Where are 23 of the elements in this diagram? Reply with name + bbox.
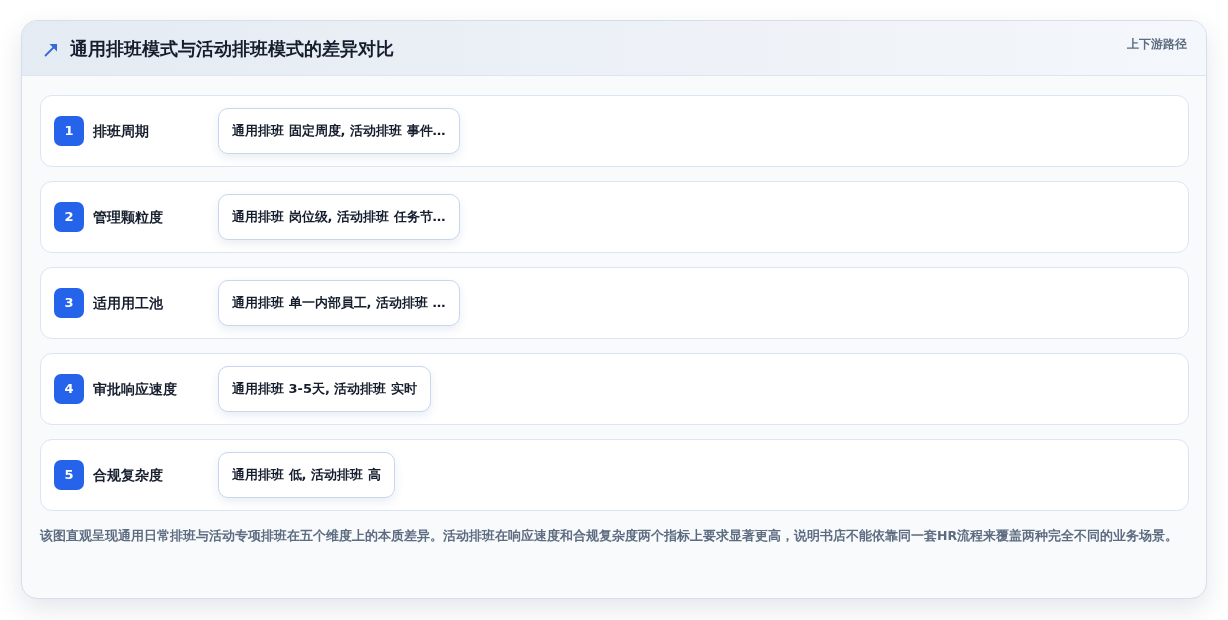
value-pill: 通用排班 3-5天, 活动排班 实时 <box>218 366 431 412</box>
number-badge: 5 <box>54 460 84 490</box>
number-badge: 3 <box>54 288 84 318</box>
comparison-row <box>40 181 1189 253</box>
number-badge: 1 <box>54 116 84 146</box>
value-pill: 通用排班 岗位级, 活动排班 任务节… <box>218 194 460 240</box>
header-note: 上下游路径 <box>1127 36 1187 52</box>
caption-text: 该图直观呈现通用日常排班与活动专项排班在五个维度上的本质差异。活动排班在响应速度和合规复杂度两个指标上要求显著更高，说明书店不能依靠同一套HR流程来覆盖两种完全不同的业务场景。 <box>40 527 1180 545</box>
number-badge: 4 <box>54 374 84 404</box>
dimension-label: 管理颗粒度 <box>93 208 163 226</box>
diagram-title: 通用排班模式与活动排班模式的差异对比 <box>70 37 394 61</box>
value-pill: 通用排班 单一内部員工, 活动排班 … <box>218 280 460 326</box>
number-badge: 2 <box>54 202 84 232</box>
comparison-row <box>40 439 1189 511</box>
value-pill: 通用排班 低, 活动排班 高 <box>218 452 395 498</box>
dimension-label: 合规复杂度 <box>93 466 163 484</box>
dimension-label: 审批响应速度 <box>93 380 177 398</box>
dimension-label: 排班周期 <box>93 122 149 140</box>
comparison-row <box>40 353 1189 425</box>
value-pill: 通用排班 固定周度, 活动排班 事件… <box>218 108 460 154</box>
comparison-row <box>40 95 1189 167</box>
dimension-label: 适用用工池 <box>93 294 163 312</box>
comparison-row <box>40 267 1189 339</box>
